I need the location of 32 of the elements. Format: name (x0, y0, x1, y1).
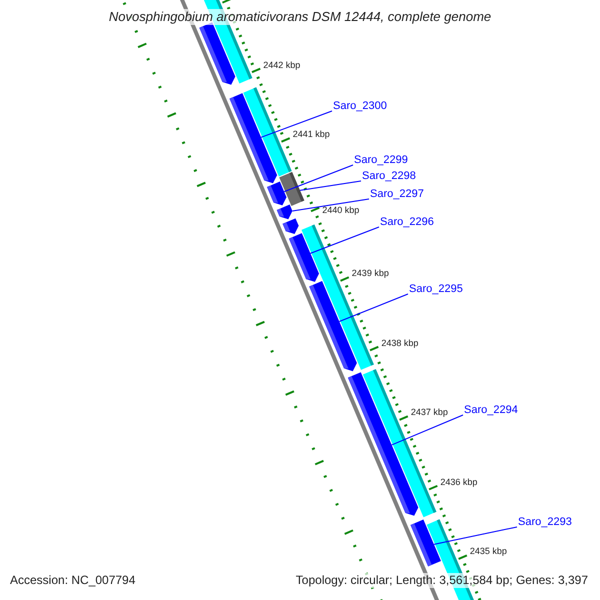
scale-label: 2438 kbp (381, 338, 418, 348)
gene-feature (309, 281, 357, 372)
gene-label: Saro_2299 (354, 154, 408, 166)
gene-feature (410, 520, 441, 566)
gene-feature (288, 233, 319, 282)
gene-label: Saro_2296 (380, 216, 434, 228)
scale-label: 2436 kbp (440, 476, 478, 487)
info-text: Accession: NC_007794 (8, 573, 138, 588)
scale-label: 2437 kbp (410, 407, 448, 418)
scale-label: 2440 kbp (322, 204, 360, 215)
leader-line (292, 198, 370, 212)
leader-line (391, 414, 464, 446)
gene-label: Saro_2298 (362, 170, 416, 182)
info-text: Topology: circular; Length: 3,561,584 bp; Genes: 3,397 (294, 573, 590, 588)
gene-feature (276, 204, 292, 220)
leader-line (310, 226, 380, 254)
leader-line (299, 180, 362, 191)
gene-label: Saro_2300 (333, 100, 387, 112)
gene-feature (230, 93, 278, 184)
scale-label: 2439 kbp (352, 268, 389, 278)
leader-line (260, 110, 332, 138)
gene-label: Saro_2293 (518, 516, 572, 528)
gene-feature (282, 218, 299, 234)
scale-label: 2435 kbp (470, 546, 507, 556)
gene-label: Saro_2295 (409, 283, 463, 295)
leader-line (284, 164, 354, 192)
leader-line (338, 294, 408, 322)
gene-label: Saro_2297 (370, 188, 424, 200)
scale-label: 2442 kbp (263, 60, 300, 70)
scale-label: 2441 kbp (292, 129, 330, 140)
gene-feature (279, 172, 304, 206)
gene-label: Saro_2294 (464, 404, 518, 416)
